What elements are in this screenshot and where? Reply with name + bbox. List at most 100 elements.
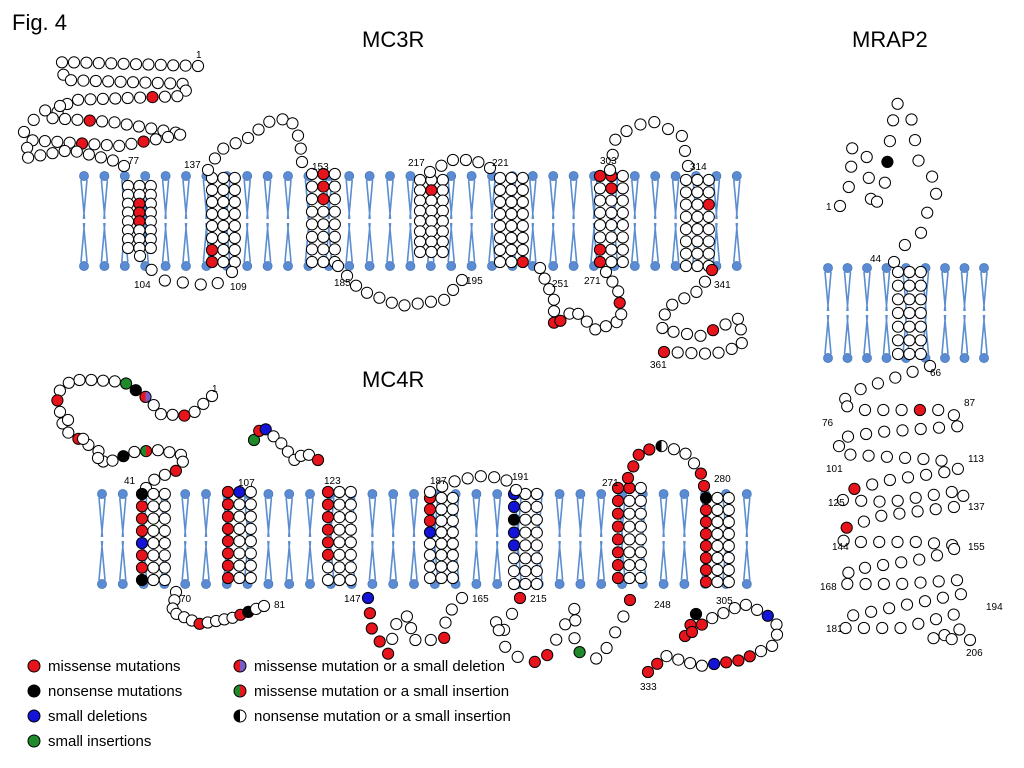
lipid-head [283, 171, 293, 181]
residue-number-label: 1 [826, 202, 832, 213]
residue [927, 537, 941, 550]
residue [679, 259, 693, 273]
residue [901, 471, 915, 484]
mc3r-membrane [79, 171, 742, 271]
residue [859, 577, 872, 591]
residue [694, 467, 708, 480]
residue [321, 523, 335, 536]
mc4r-title: MC4R [362, 367, 424, 392]
residue [617, 610, 630, 623]
lipid-head [262, 261, 273, 271]
residue [860, 427, 873, 441]
residue [873, 535, 886, 549]
residue [413, 245, 427, 259]
residue [413, 235, 427, 248]
residue [149, 133, 162, 146]
lipid-head [405, 171, 416, 181]
lipid-head [446, 261, 457, 271]
residue [616, 194, 629, 207]
lipid-head [180, 489, 191, 499]
residue [208, 152, 222, 165]
residue [413, 204, 427, 217]
residue [117, 159, 131, 173]
residue [147, 573, 160, 587]
lipid-head [160, 171, 171, 181]
residue [914, 334, 927, 347]
residue [935, 454, 948, 467]
residue [927, 632, 940, 645]
residue-number-label: 194 [986, 602, 1003, 613]
residue [507, 565, 521, 578]
residue [840, 521, 853, 534]
residue [690, 285, 703, 298]
residue-number-label: 125 [828, 498, 845, 509]
residue [438, 293, 451, 306]
residue [711, 527, 724, 541]
residue [694, 329, 707, 342]
residue [702, 198, 715, 211]
residue [158, 274, 171, 287]
residue [847, 609, 860, 622]
residue [331, 259, 345, 273]
residue [903, 293, 916, 306]
residue [244, 522, 257, 536]
residue [167, 59, 180, 72]
residue [616, 169, 629, 183]
residue [461, 472, 474, 485]
residue [530, 526, 543, 539]
lipid-head [471, 579, 482, 589]
residue [731, 312, 745, 325]
residue [233, 571, 246, 585]
residue [606, 275, 619, 288]
residue [205, 219, 219, 233]
residue [228, 255, 241, 269]
residue [51, 394, 64, 407]
residue [695, 618, 709, 631]
residue [848, 482, 861, 495]
lipid-head [160, 261, 171, 271]
residue [873, 495, 886, 508]
residue [909, 535, 922, 549]
residue [679, 447, 692, 460]
lipid-tail [555, 497, 564, 581]
residue [436, 204, 449, 217]
residue [530, 577, 543, 591]
residue [413, 173, 427, 187]
residue [516, 255, 529, 269]
residue [439, 616, 452, 629]
residue [217, 207, 230, 221]
residue [169, 464, 182, 477]
residue [500, 474, 513, 487]
lipid-head [596, 579, 607, 589]
residue [616, 255, 629, 269]
lipid-tail [306, 497, 314, 581]
lipid-tail [863, 271, 871, 355]
residue [914, 576, 927, 589]
residue [188, 405, 201, 418]
residue [605, 194, 618, 207]
residue [129, 58, 143, 71]
lipid-head [554, 579, 565, 589]
residue [612, 285, 625, 298]
residue [328, 243, 341, 256]
residue [455, 591, 469, 605]
residue [225, 265, 239, 279]
residue [505, 195, 518, 209]
lipid-tail [712, 179, 721, 263]
residue [691, 223, 704, 236]
residue [699, 575, 713, 589]
residue [679, 186, 693, 199]
residue [233, 498, 246, 511]
residue-number-label: 137 [184, 160, 201, 171]
lipid-tail [631, 179, 639, 263]
lipid-head [79, 261, 89, 271]
residue [877, 403, 890, 417]
residue [205, 231, 219, 245]
residue [903, 265, 916, 279]
residue [344, 485, 357, 499]
residue [34, 149, 47, 162]
residue [530, 500, 543, 513]
residue [938, 466, 951, 479]
lipid-head [731, 171, 742, 181]
residue [547, 305, 561, 318]
